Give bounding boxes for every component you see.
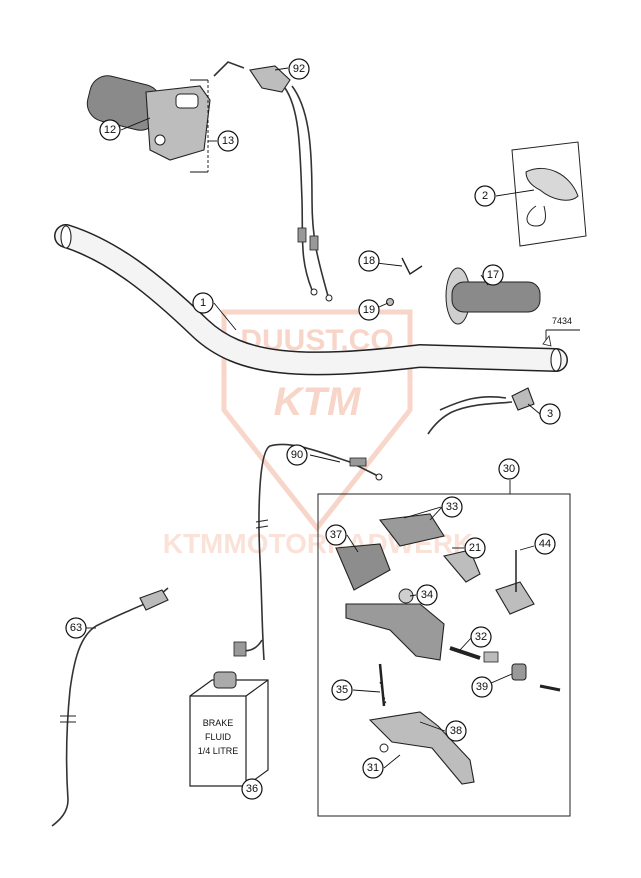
svg-text:18: 18 — [363, 255, 375, 267]
svg-text:2: 2 — [482, 190, 488, 202]
svg-text:35: 35 — [336, 684, 348, 696]
throttle-grip-assembly — [86, 75, 211, 173]
throttle-cable-assembly — [213, 61, 333, 302]
callout-63: 63 — [65, 617, 87, 639]
svg-text:31: 31 — [367, 762, 379, 774]
callout-19: 19 — [358, 299, 380, 321]
kill-switch — [427, 387, 535, 435]
brake-fluid-can: BRAKE FLUID 1/4 LITRE — [189, 671, 269, 787]
svg-text:13: 13 — [222, 135, 234, 147]
svg-text:92: 92 — [293, 63, 305, 75]
hot-start-cable — [51, 587, 169, 827]
callout-44: 44 — [534, 533, 556, 555]
svg-text:21: 21 — [469, 542, 481, 554]
fluid-can-label-3: 1/4 LITRE — [198, 746, 239, 756]
svg-text:30: 30 — [503, 463, 515, 475]
fluid-can-label-2: FLUID — [205, 732, 232, 742]
bar-end-plug-box — [511, 141, 587, 247]
reference-number: 7434 — [552, 316, 572, 326]
callout-21: 21 — [464, 537, 486, 559]
svg-text:32: 32 — [475, 631, 487, 643]
svg-text:19: 19 — [363, 304, 375, 316]
callout-37: 37 — [325, 524, 347, 546]
svg-text:33: 33 — [446, 501, 458, 513]
svg-text:3: 3 — [547, 408, 553, 420]
callout-36: 36 — [241, 778, 263, 800]
callout-3: 3 — [539, 403, 561, 425]
callout-13: 13 — [217, 130, 239, 152]
fluid-can-label-1: BRAKE — [203, 718, 234, 728]
handlebar — [54, 224, 568, 376]
callout-2: 2 — [474, 185, 496, 207]
leader-lines — [86, 67, 541, 769]
left-grip: 7434 — [445, 267, 580, 347]
watermark-logo-text: KTM — [274, 380, 362, 424]
svg-text:44: 44 — [539, 538, 551, 550]
cable-tie-and-screw — [386, 257, 423, 306]
callout-34: 34 — [416, 584, 438, 606]
callout-39: 39 — [471, 676, 493, 698]
callout-31: 31 — [362, 757, 384, 779]
callout-18: 18 — [358, 250, 380, 272]
callout-35: 35 — [331, 679, 353, 701]
svg-text:17: 17 — [487, 269, 499, 281]
svg-text:12: 12 — [104, 124, 116, 136]
svg-text:39: 39 — [476, 681, 488, 693]
callout-92: 92 — [288, 58, 310, 80]
callout-33: 33 — [441, 496, 463, 518]
master-cylinder-kit — [317, 480, 571, 817]
callout-1: 1 — [192, 292, 214, 314]
callout-38: 38 — [445, 720, 467, 742]
svg-text:1: 1 — [200, 297, 206, 309]
callout-32: 32 — [470, 626, 492, 648]
svg-text:38: 38 — [450, 725, 462, 737]
callout-12: 12 — [99, 119, 121, 141]
svg-text:36: 36 — [246, 783, 258, 795]
callout-90: 90 — [286, 444, 308, 466]
svg-text:34: 34 — [421, 589, 433, 601]
svg-text:37: 37 — [330, 529, 342, 541]
callout-30: 30 — [498, 458, 520, 480]
callout-17: 17 — [482, 264, 504, 286]
svg-text:63: 63 — [70, 622, 82, 634]
clutch-cable — [233, 443, 383, 661]
svg-text:90: 90 — [291, 449, 303, 461]
